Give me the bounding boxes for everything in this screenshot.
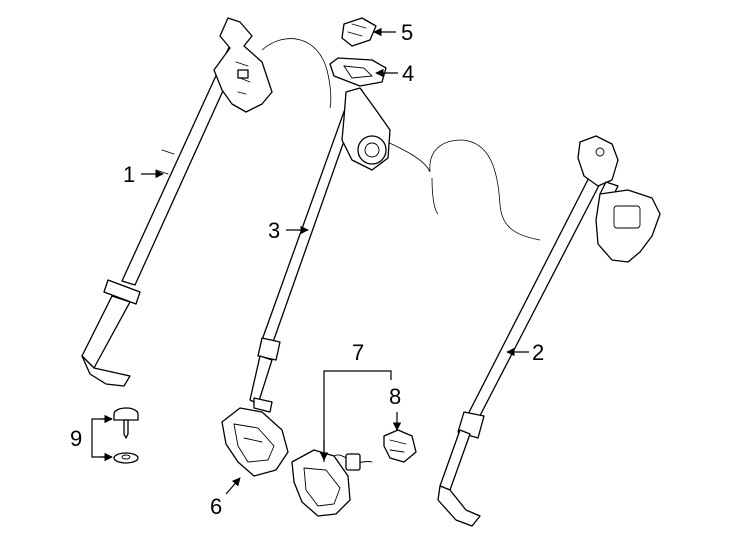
callout-7: 7 bbox=[352, 340, 364, 365]
part-1-front-seat-belt bbox=[81, 17, 273, 387]
callout-3: 3 bbox=[268, 218, 280, 243]
callout-2: 2 bbox=[532, 340, 544, 365]
part-9-fasteners bbox=[113, 407, 139, 464]
part-4-bracket bbox=[329, 57, 387, 87]
leader-lines bbox=[91, 27, 529, 495]
part-7-buckle-assembly bbox=[291, 449, 373, 517]
part-6-buckle bbox=[221, 407, 289, 477]
callout-8: 8 bbox=[389, 384, 401, 409]
callout-1: 1 bbox=[123, 162, 135, 187]
part-5-cover bbox=[341, 17, 377, 47]
seat-outline bbox=[261, 38, 541, 241]
part-8-connector bbox=[383, 429, 417, 463]
part-3-center-seat-belt bbox=[249, 87, 391, 413]
part-2-rear-seat-belt bbox=[437, 135, 661, 527]
callout-9: 9 bbox=[70, 426, 82, 451]
callout-6: 6 bbox=[210, 494, 222, 519]
callout-4: 4 bbox=[402, 61, 414, 86]
callout-5: 5 bbox=[401, 20, 413, 45]
